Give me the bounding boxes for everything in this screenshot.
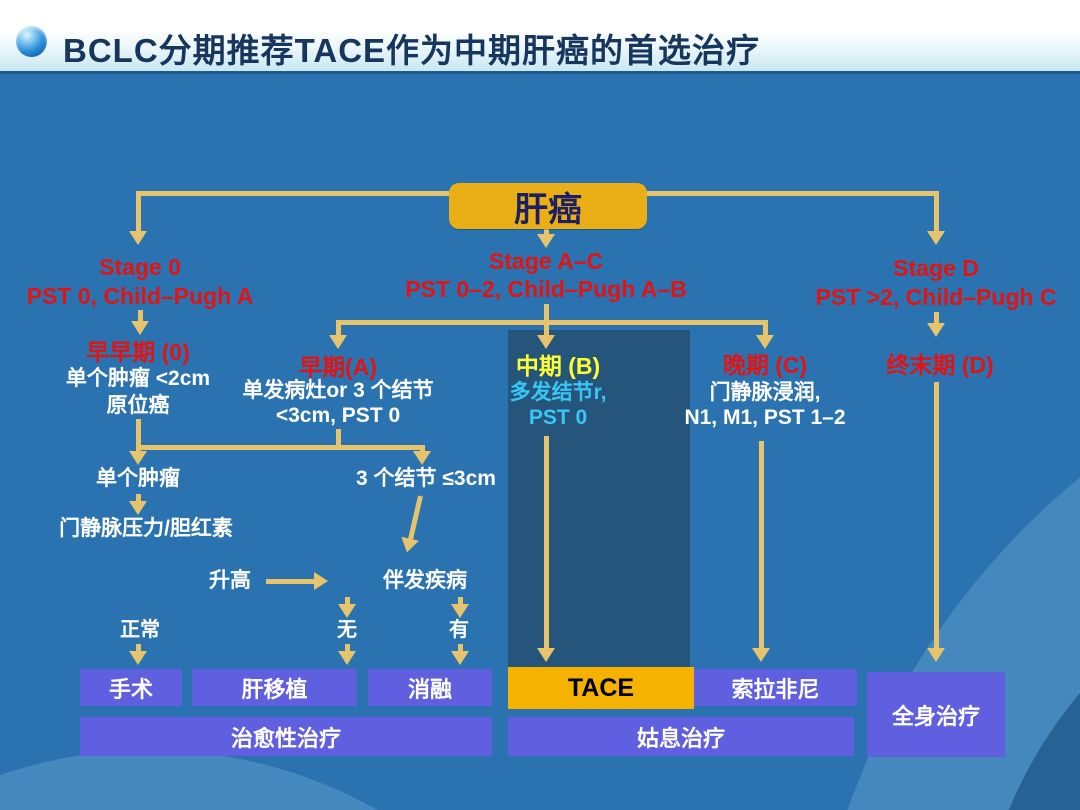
flow-line: [934, 312, 939, 325]
flow-arrowhead: [329, 335, 347, 349]
treatment-systemic: 全身治疗: [867, 672, 1005, 757]
intermediate-desc1: 多发结节r,: [509, 381, 607, 404]
intermediate-stage-highlight-column: [508, 330, 690, 669]
associated-disease-node: 伴发疾病: [383, 569, 467, 592]
treatment-sorafenib: 索拉非尼: [694, 669, 857, 706]
flow-line: [407, 495, 423, 542]
flow-arrowhead: [129, 231, 147, 245]
title-bar: BCLC分期推荐TACE作为中期肝癌的首选治疗: [0, 0, 1080, 74]
flow-arrowhead: [338, 604, 356, 618]
stageD-line1: Stage D: [893, 255, 979, 281]
very-early-desc1: 单个肿瘤 <2cm: [65, 367, 211, 390]
root-node-label: 肝癌: [514, 190, 582, 229]
flow-arrowhead: [131, 321, 149, 335]
flow-arrowhead: [129, 501, 147, 515]
advanced-desc2: N1, M1, PST 1–2: [684, 406, 846, 429]
flow-arrowhead: [927, 323, 945, 337]
flow-arrowhead: [451, 651, 469, 665]
advanced-desc1: 门静脉浸润,: [709, 381, 821, 404]
flow-arrowhead: [129, 451, 147, 465]
flow-line: [336, 320, 767, 325]
flow-line: [934, 382, 939, 650]
intermediate-title: 中期 (B): [515, 353, 601, 379]
flow-arrowhead: [398, 536, 419, 555]
flow-arrowhead: [537, 335, 555, 349]
flow-line: [136, 494, 141, 503]
flow-line-diagonal: [398, 495, 423, 555]
flow-arrowhead: [537, 648, 555, 662]
flow-arrowhead: [338, 651, 356, 665]
flow-arrowhead: [927, 648, 945, 662]
intermediate-desc2: PST 0: [528, 406, 588, 429]
flow-line: [420, 445, 425, 453]
early-desc2: <3cm, PST 0: [275, 404, 401, 427]
present-node: 有: [449, 619, 469, 641]
flow-line: [458, 644, 463, 653]
flow-line: [763, 320, 768, 337]
stageAC-line1: Stage A–C: [488, 248, 604, 274]
treatment-liver-transplant: 肝移植: [192, 669, 357, 706]
flow-arrowhead: [451, 604, 469, 618]
single-tumor-node: 单个肿瘤: [96, 467, 180, 490]
flow-line: [336, 429, 341, 447]
flow-line: [345, 597, 350, 606]
flow-line: [345, 644, 350, 653]
slide-title: BCLC分期推荐TACE作为中期肝癌的首选治疗: [63, 32, 761, 69]
normal-node: 正常: [120, 619, 160, 641]
flow-line: [136, 191, 141, 233]
portal-pressure-node: 门静脉压力/胆红素: [59, 517, 233, 540]
treatment-group-curative: 治愈性治疗: [80, 717, 492, 756]
very-early-desc2: 原位癌: [106, 394, 170, 417]
sphere-bullet-icon: [16, 26, 47, 57]
terminal-title: 终末期 (D): [886, 352, 994, 378]
flow-line: [138, 310, 143, 323]
none-node: 无: [337, 619, 357, 641]
flow-line: [544, 304, 549, 324]
early-desc1: 单发病灶or 3 个结节: [242, 379, 434, 402]
flow-line: [266, 579, 314, 584]
flow-arrowhead: [927, 231, 945, 245]
flow-arrowhead: [537, 234, 555, 248]
flow-arrowhead: [756, 335, 774, 349]
flow-line: [458, 597, 463, 606]
treatment-ablation: 消融: [368, 669, 492, 706]
flow-line: [934, 191, 939, 233]
background-wave-left: [0, 750, 610, 810]
flow-line: [544, 320, 549, 337]
treatment-group-palliative: 姑息治疗: [508, 717, 854, 756]
flow-arrowhead: [314, 572, 328, 590]
flow-arrowhead: [413, 451, 431, 465]
flow-line: [136, 419, 141, 453]
root-node-liver-cancer: 肝癌: [449, 183, 647, 229]
three-nodules-node: 3 个结节 ≤3cm: [356, 467, 496, 490]
stage0-line2: PST 0, Child–Pugh A: [26, 283, 254, 309]
flow-arrowhead: [752, 648, 770, 662]
stageD-line2: PST >2, Child–Pugh C: [815, 284, 1057, 310]
advanced-title: 晚期 (C): [722, 352, 808, 378]
treatment-surgery: 手术: [80, 669, 182, 706]
early-title: 早期(A): [299, 354, 377, 380]
elevated-node: 升高: [209, 569, 251, 592]
flow-line: [136, 445, 424, 450]
stageAC-line2: PST 0–2, Child–Pugh A–B: [405, 276, 687, 302]
flow-line: [544, 229, 549, 236]
flow-line: [336, 320, 341, 337]
flow-line: [136, 644, 141, 653]
very-early-title: 早早期 (0): [86, 339, 190, 365]
flow-line: [544, 436, 549, 650]
stage0-line1: Stage 0: [99, 254, 181, 280]
flow-arrowhead: [129, 651, 147, 665]
treatment-tace: TACE: [508, 667, 694, 709]
flow-line: [759, 441, 764, 650]
